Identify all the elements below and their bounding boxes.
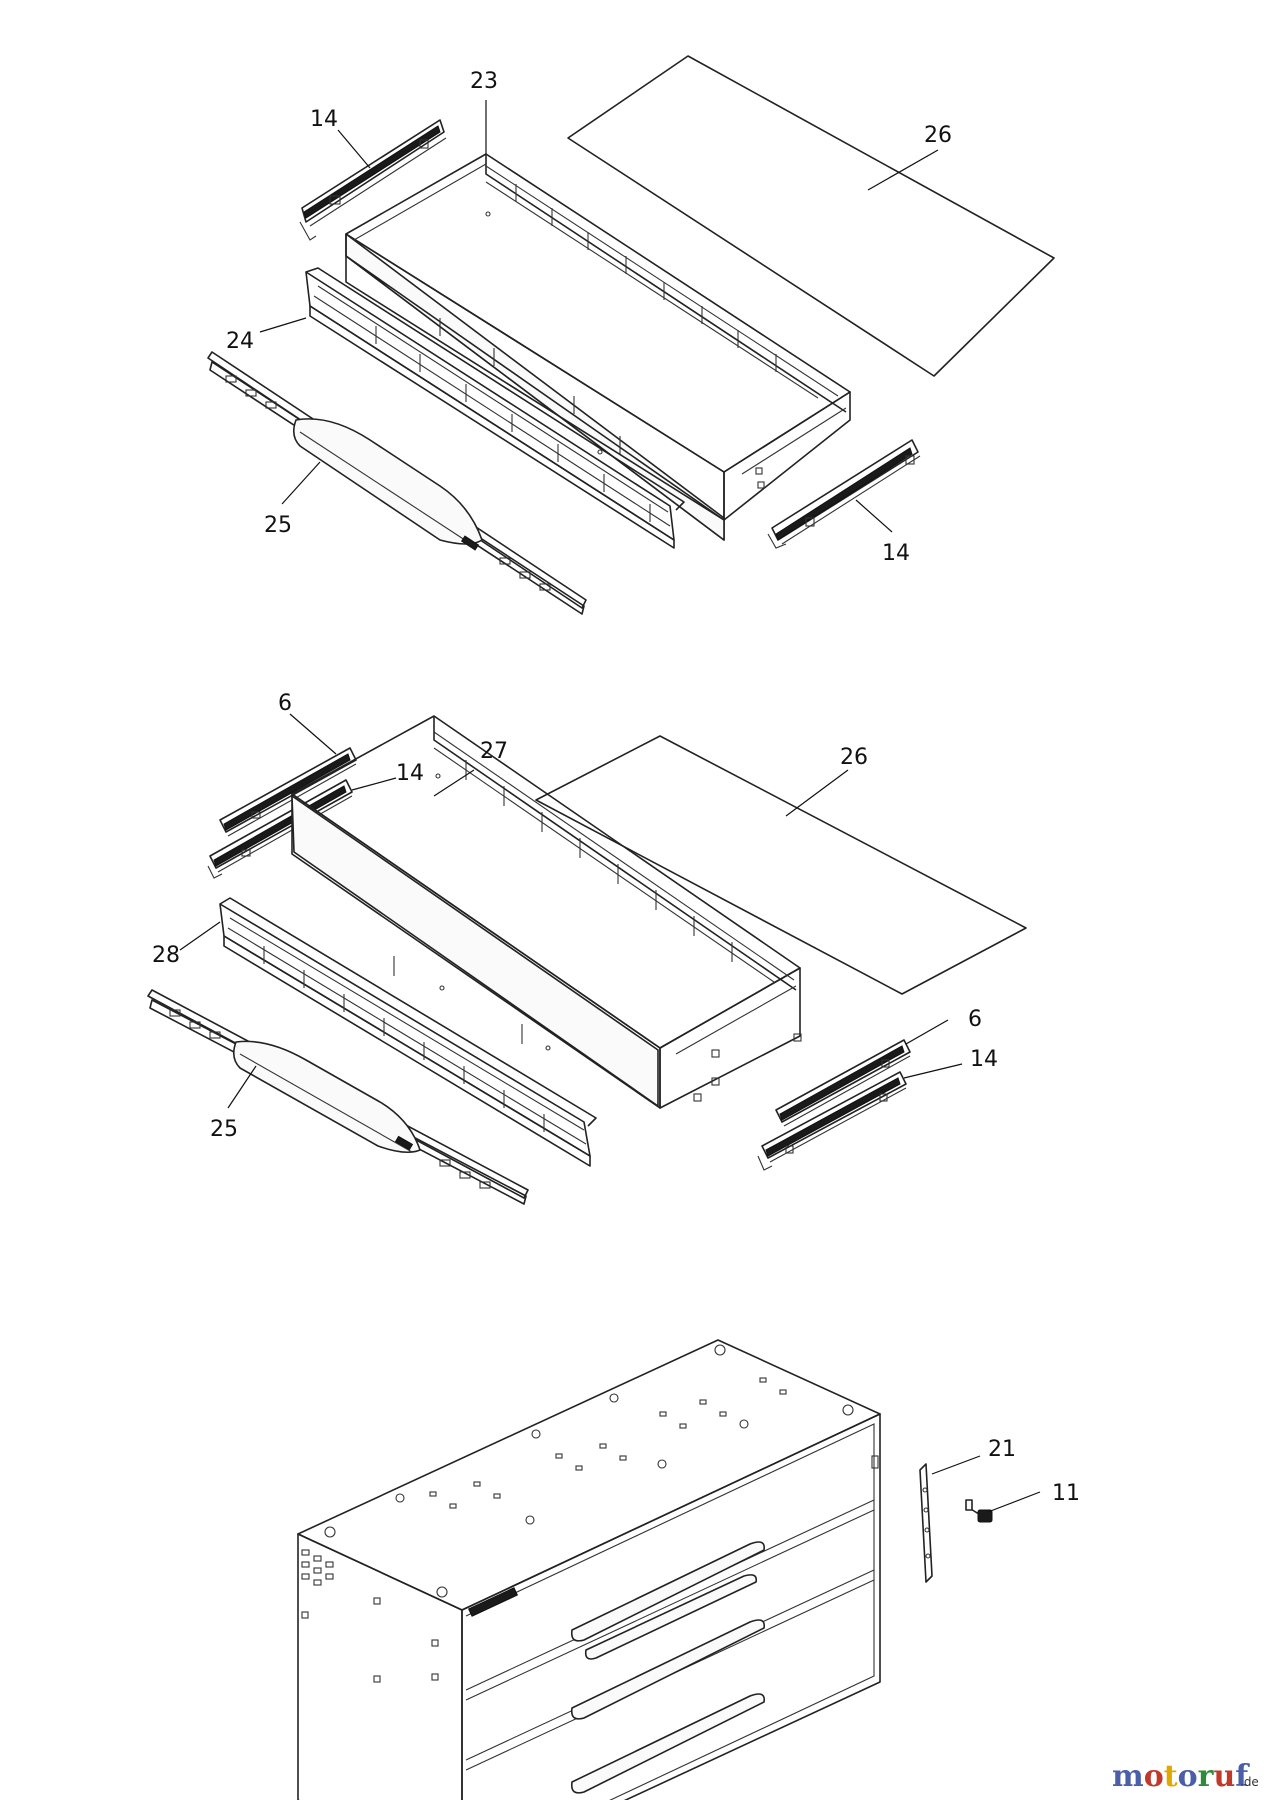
watermark-letter: u: [1213, 1759, 1235, 1794]
bracket: [919, 1463, 933, 1583]
callout-top-handle: 25: [264, 513, 292, 538]
middle-drawer-box: [291, 715, 802, 1109]
top-drawer-handle-strip: [207, 351, 587, 615]
mid-slide-rail-upper-right: [775, 1039, 911, 1127]
top-drawer-box: [345, 153, 851, 541]
middle-drawer-front-panel: [219, 897, 597, 1167]
svg-text:motoruf: motoruf: [1112, 1759, 1250, 1794]
top-slide-rail-right: [767, 439, 921, 549]
latch: [965, 1499, 993, 1523]
callout-bracket: 21: [988, 1437, 1016, 1462]
watermark-letter: r: [1198, 1759, 1215, 1794]
middle-drawer-assembly: [147, 715, 1027, 1205]
callout-mid-slide-upper-right: 6: [968, 1007, 982, 1032]
callout-mid-handle: 25: [210, 1117, 238, 1142]
watermark-domain: .de: [1240, 1775, 1259, 1789]
callout-mid-slide-lower-left: 14: [396, 761, 424, 786]
middle-drawer-liner: [535, 735, 1027, 995]
callout-mid-drawer: 27: [480, 739, 508, 764]
callout-top-slide-left: 14: [310, 107, 338, 132]
mid-slide-rail-lower-right: [757, 1071, 907, 1171]
top-drawer-assembly: [207, 55, 1055, 615]
callout-top-liner: 26: [924, 123, 952, 148]
watermark-logo: motoruf .de: [1112, 1759, 1259, 1794]
watermark-letter: o: [1144, 1759, 1164, 1794]
callout-mid-slide-upper-left: 6: [278, 691, 292, 716]
watermark-letter: t: [1164, 1759, 1178, 1794]
cabinet-body: [297, 1339, 881, 1800]
callout-mid-liner: 26: [840, 745, 868, 770]
callout-mid-slide-lower-right: 14: [970, 1047, 998, 1072]
top-slide-rail-left: [299, 119, 447, 241]
watermark-letter: o: [1178, 1759, 1198, 1794]
callout-latch: 11: [1052, 1481, 1080, 1506]
callout-leaders: [179, 100, 1041, 1513]
callout-top-drawer: 23: [470, 69, 498, 94]
callout-mid-front-panel: 28: [152, 943, 180, 968]
callout-top-front-panel: 24: [226, 329, 254, 354]
callout-top-slide-right: 14: [882, 541, 910, 566]
watermark-letter: f: [1235, 1759, 1250, 1794]
top-drawer-front-panel: [305, 267, 685, 549]
middle-drawer-handle-strip: [147, 989, 529, 1205]
callout-labels: 14 23 26 24 25 14 6 14 27 26 28 25 6 14 …: [152, 69, 1080, 1506]
cabinet-assembly: [297, 1339, 993, 1800]
top-drawer-liner: [567, 55, 1055, 377]
watermark-letter: m: [1112, 1759, 1144, 1794]
